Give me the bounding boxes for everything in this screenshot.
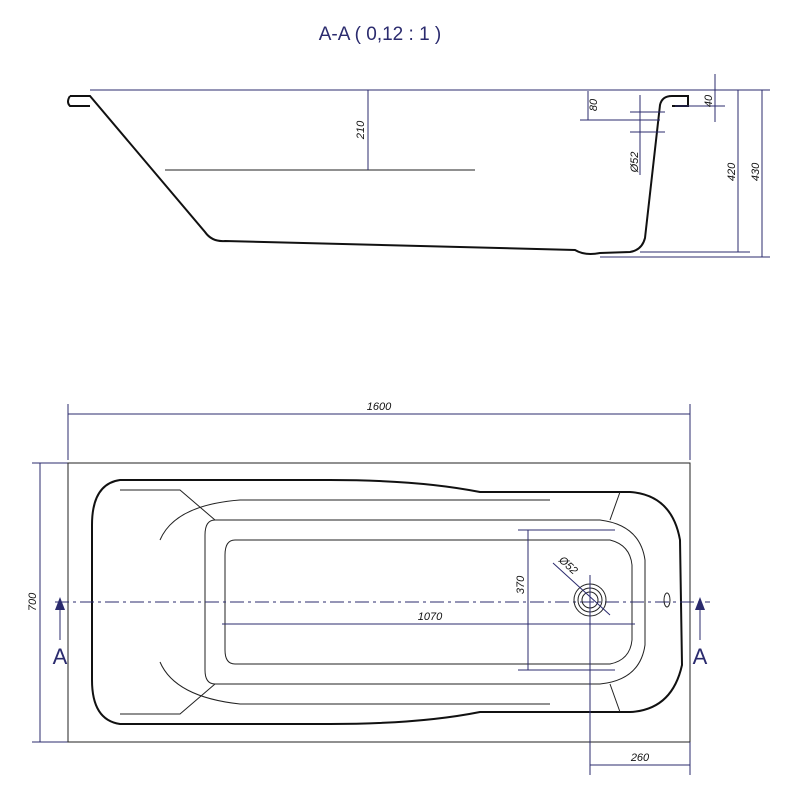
section-title: A-A ( 0,12 : 1 ) [319, 24, 442, 45]
svg-text:80: 80 [588, 98, 600, 111]
svg-text:430: 430 [750, 162, 762, 181]
svg-text:A: A [53, 644, 68, 669]
section-outline [70, 95, 689, 255]
svg-text:210: 210 [355, 120, 367, 140]
svg-text:Ø52: Ø52 [556, 554, 580, 578]
svg-text:420: 420 [726, 162, 738, 181]
svg-text:700: 700 [27, 592, 39, 611]
section-view: 210 80 Ø52 40 420 430 [67, 74, 770, 258]
svg-text:370: 370 [515, 575, 527, 594]
svg-text:1070: 1070 [418, 611, 443, 623]
plan-view: 1600 700 A A 1070 370 Ø52 260 [27, 401, 710, 775]
overflow-hole [663, 592, 671, 608]
svg-text:260: 260 [630, 752, 650, 764]
svg-text:Ø52: Ø52 [629, 152, 641, 174]
svg-text:A: A [693, 644, 708, 669]
svg-text:40: 40 [703, 94, 715, 107]
svg-text:1600: 1600 [367, 401, 392, 413]
